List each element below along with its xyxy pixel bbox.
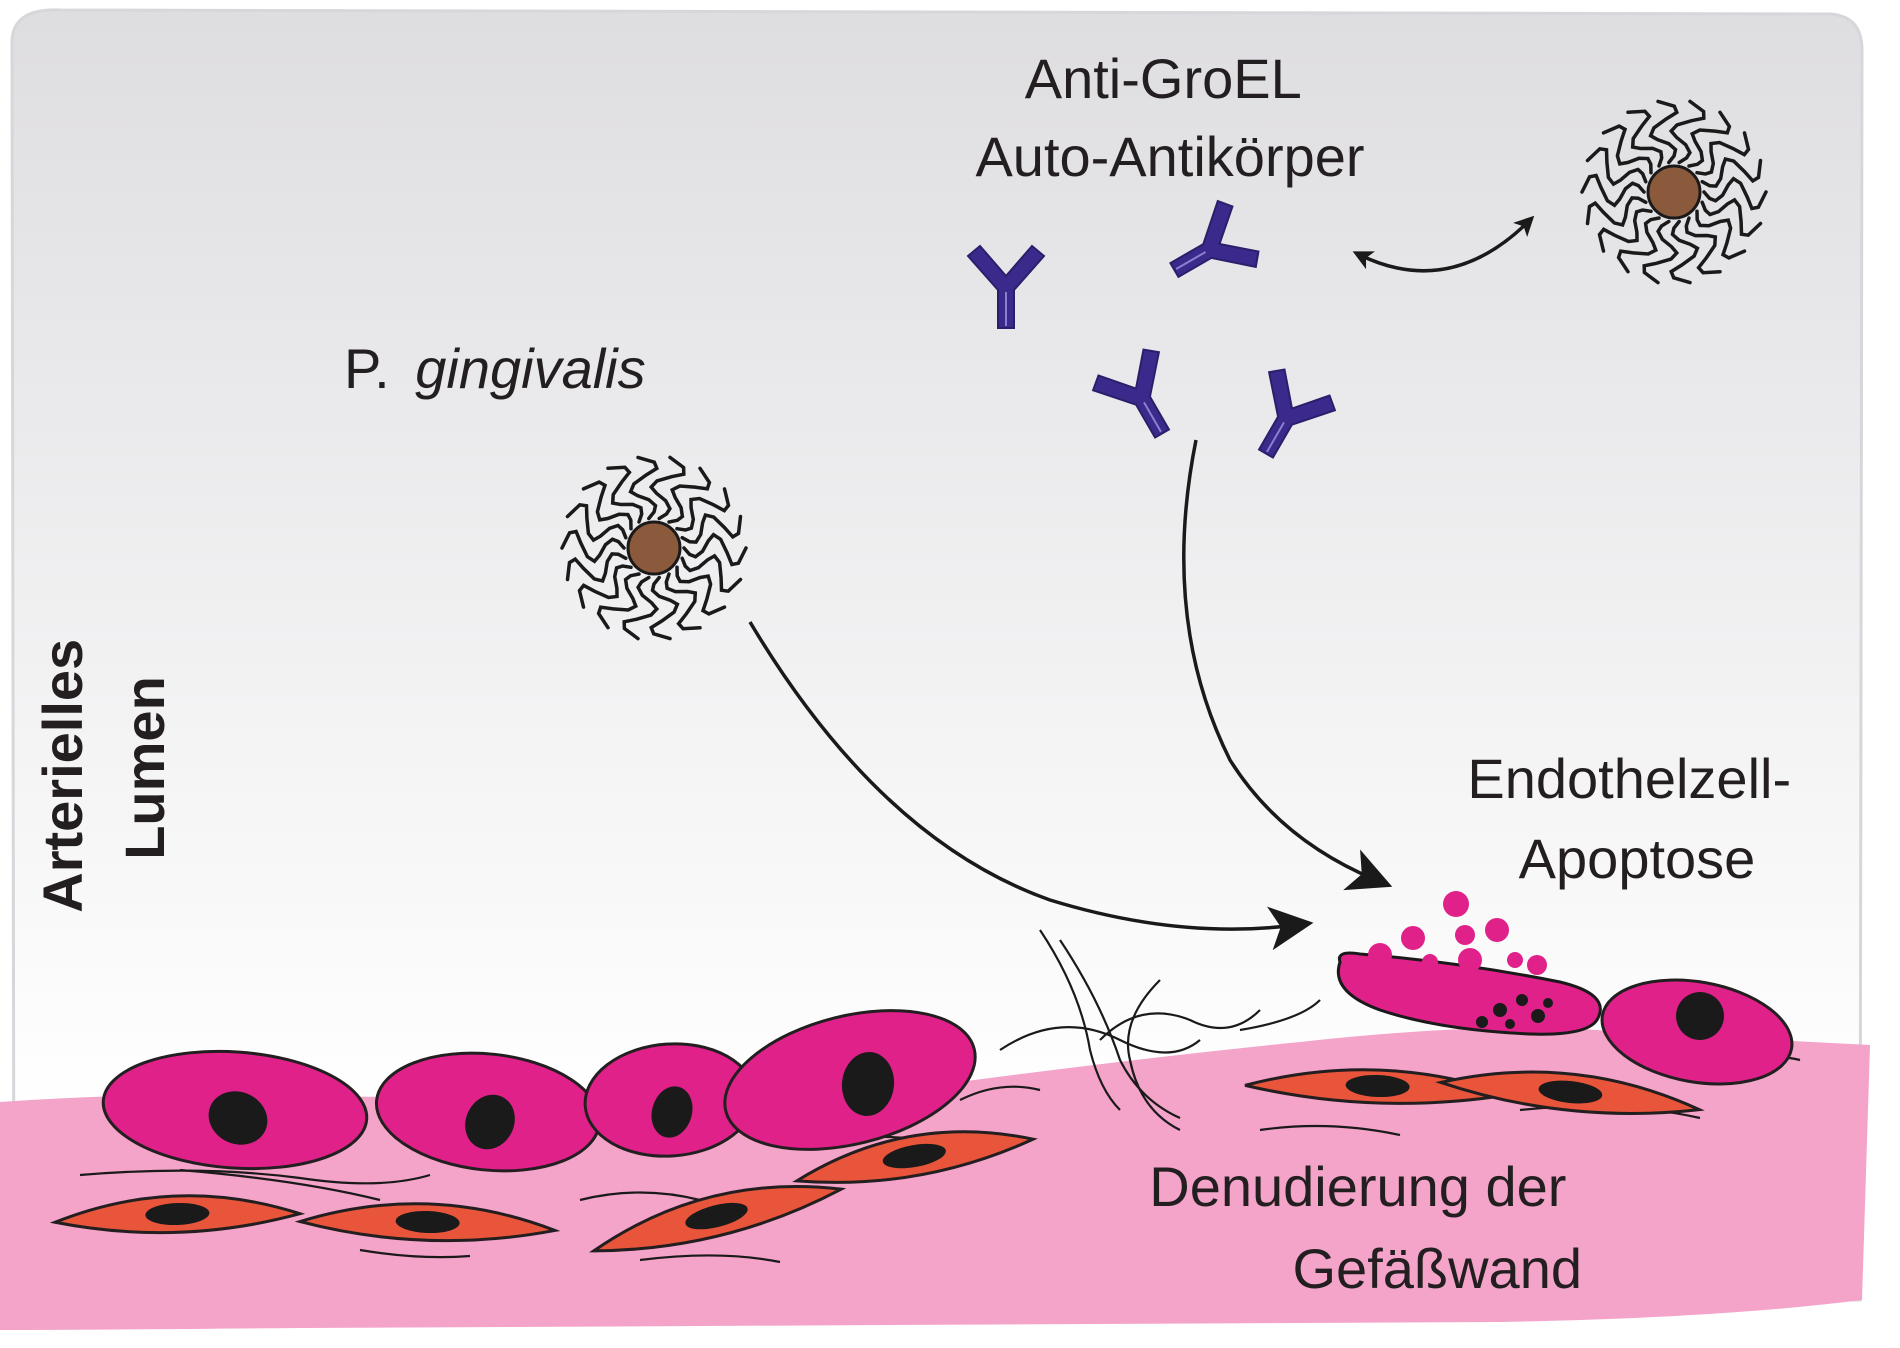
endothelial-cell	[374, 1051, 602, 1173]
nucleus	[651, 1086, 693, 1138]
smooth-muscle-cell	[1435, 1070, 1705, 1115]
smooth-muscle-cell	[588, 1185, 847, 1253]
apoptotic-blebs	[1368, 891, 1547, 975]
nucleus	[882, 1143, 946, 1169]
nucleus	[841, 1052, 895, 1116]
arrow-cross-reaction	[1352, 215, 1535, 273]
bacterium-label-prefix: P.	[344, 337, 390, 400]
endothelial-cell	[101, 1049, 369, 1171]
nucleus	[395, 1210, 460, 1234]
lumen-label-line2: Lumen	[113, 676, 176, 860]
lumen-label-line1: Arterielles	[31, 639, 94, 913]
smooth-muscle-cell	[294, 1202, 561, 1243]
antibody-label-line1: Anti-GroEL	[1025, 47, 1301, 110]
apoptosis-label: Endothelzell- Apoptose	[1467, 747, 1806, 890]
endothelial-cells	[101, 978, 1794, 1173]
lumen-label: Arterielles Lumen	[31, 623, 176, 913]
apoptosis-label-line1: Endothelzell-	[1467, 747, 1791, 810]
arrow-antibodies-to-apoptosis	[1182, 439, 1393, 891]
nucleus	[1345, 1074, 1410, 1098]
smooth-muscle-cell	[792, 1130, 1038, 1184]
nucleus	[465, 1094, 515, 1150]
nucleus	[1538, 1080, 1603, 1104]
nucleus	[145, 1202, 210, 1226]
denudation-label: Denudierung der Gefäßwand	[1149, 1155, 1582, 1300]
antibody-label-line2: Auto-Antikörper	[975, 125, 1364, 188]
bacterium-label-species: gingivalis	[415, 337, 645, 400]
smooth-muscle-cell	[49, 1194, 306, 1235]
denudation-label-line2: Gefäßwand	[1293, 1237, 1583, 1300]
bacterium-label: P. gingivalis	[344, 337, 646, 400]
denudation-label-line1: Denudierung der	[1149, 1155, 1566, 1218]
antibody-label: Anti-GroEL Auto-Antikörper	[975, 47, 1364, 188]
nucleus	[208, 1091, 268, 1145]
arrow-bacterium-to-apoptosis	[748, 621, 1314, 951]
nucleus	[685, 1202, 748, 1230]
endothelial-cell	[723, 1009, 977, 1151]
apoptosis-label-line2: Apoptose	[1519, 827, 1756, 890]
nucleus	[1676, 992, 1724, 1040]
smooth-muscle-cells	[49, 1068, 1705, 1253]
endothelial-cell	[1600, 978, 1794, 1086]
